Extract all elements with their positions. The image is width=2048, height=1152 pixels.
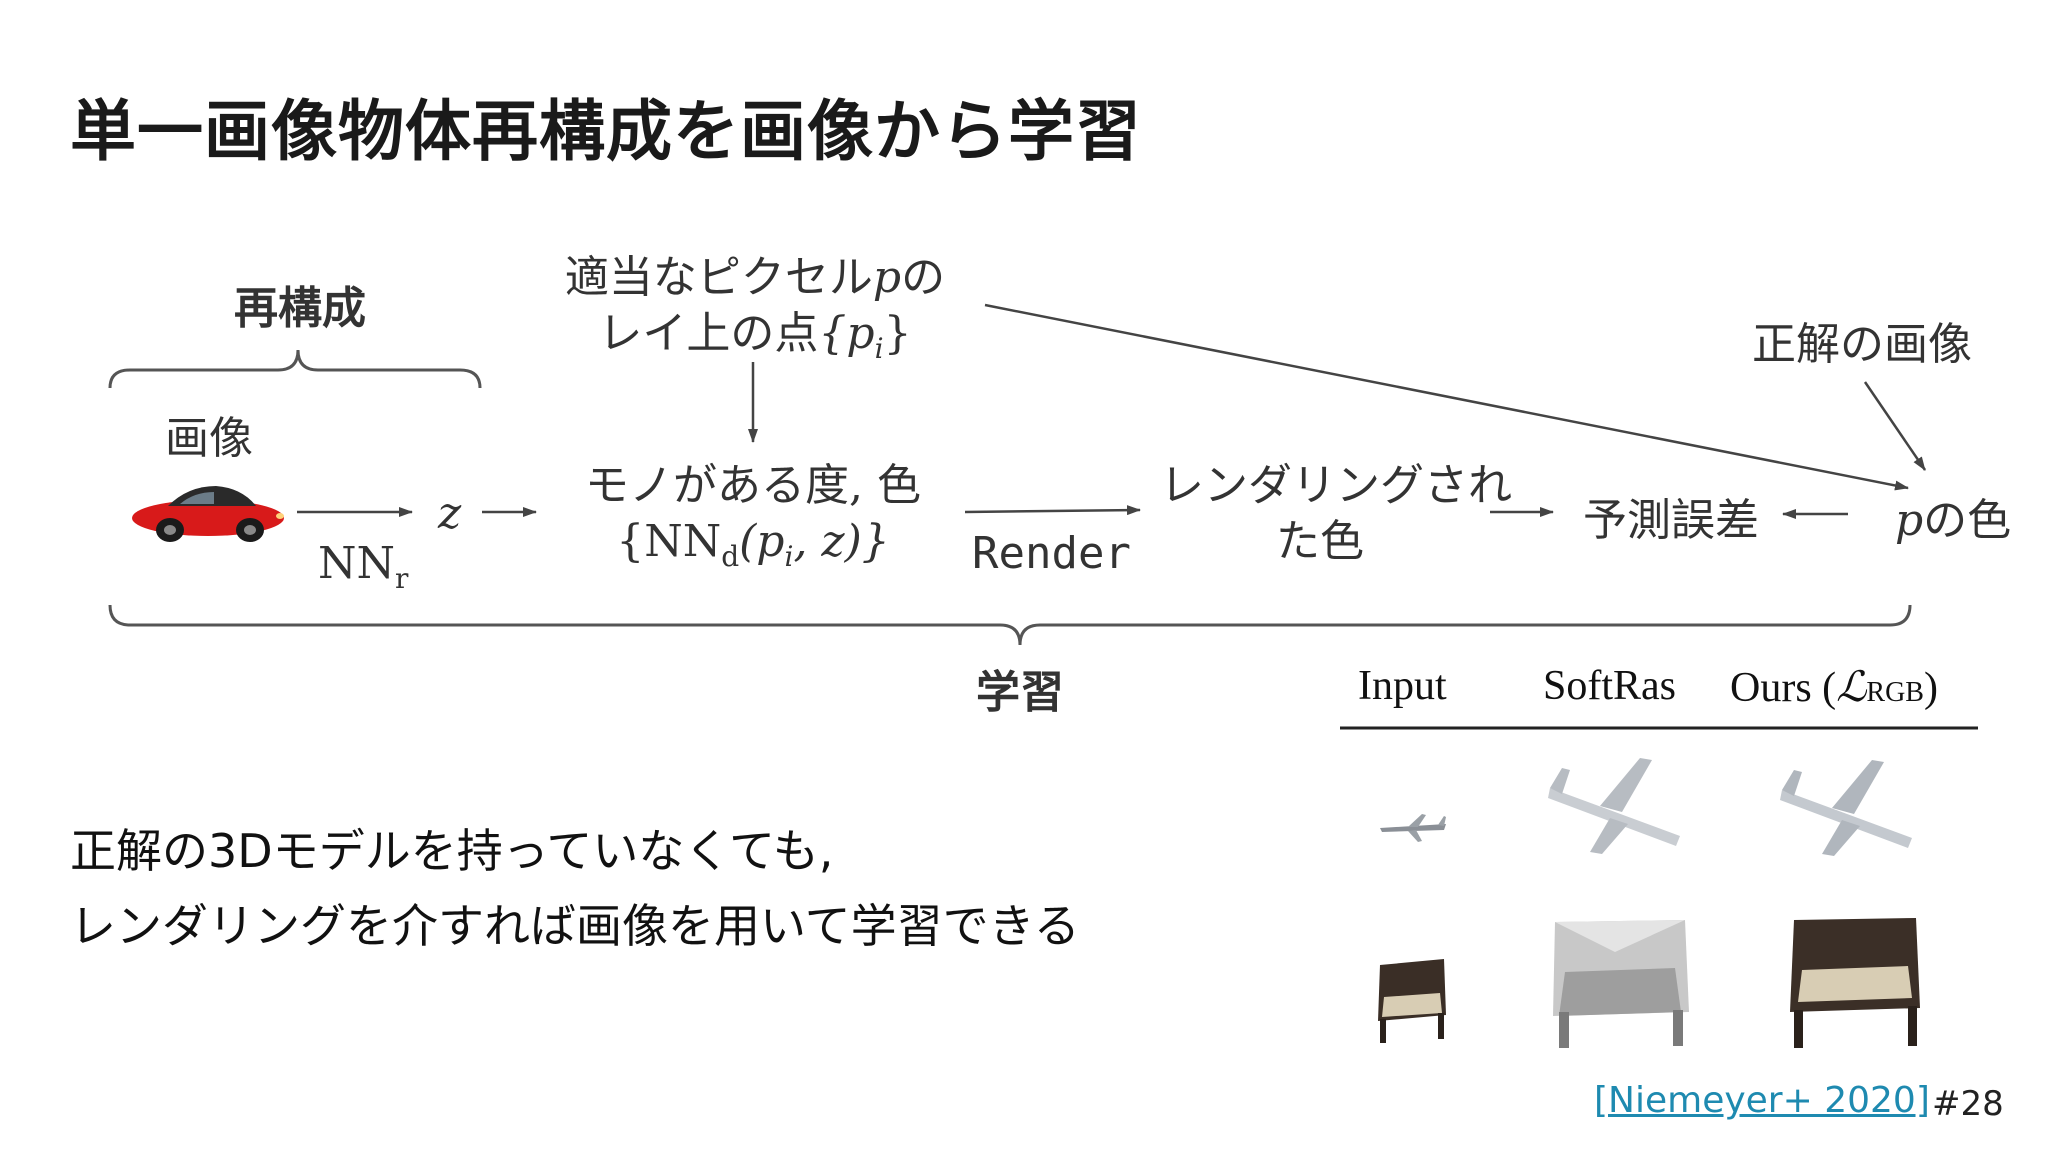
learning-label: 学習	[976, 667, 1064, 718]
car-image	[132, 486, 284, 542]
render-label: Render	[972, 528, 1131, 579]
airplane-softras-image	[1548, 758, 1680, 854]
learning-brace	[108, 604, 1912, 646]
ray-points-line2: レイ上の点{pi}	[598, 308, 912, 365]
image-label: 画像	[165, 413, 253, 464]
nn-r-base: NN	[318, 538, 395, 589]
airplane-input-image	[1380, 814, 1446, 842]
page-number: #28	[1932, 1084, 2004, 1124]
airplane-ours-image	[1780, 760, 1912, 856]
results-col-ours: Ours (ℒRGB)	[1730, 665, 1938, 711]
rendered-line2: た色	[1276, 516, 1364, 567]
chair-input-image	[1378, 959, 1446, 1043]
results-col-softras: SoftRas	[1543, 663, 1677, 709]
body-line-1: 正解の3Dモデルを持っていなくても,	[70, 824, 834, 878]
reconstruction-label: 再構成	[234, 283, 366, 334]
chair-ours-image	[1790, 918, 1920, 1048]
nn-r-sub: r	[395, 562, 409, 595]
results-col-input: Input	[1358, 663, 1447, 709]
slide-title: 単一画像物体再構成を画像から学習	[70, 93, 1142, 170]
rendered-line1: レンダリングされ	[1160, 460, 1512, 511]
gt-image-label: 正解の画像	[1752, 319, 1972, 370]
citation-link[interactable]: [Niemeyer+ 2020]	[1594, 1080, 1930, 1121]
ray-points-label: 適当なピクセルpの レイ上の点{pi}	[545, 250, 965, 377]
chair-softras-image	[1553, 920, 1689, 1048]
density-color-label: モノがある度, 色 {NNd(pi, z)}	[578, 458, 928, 585]
ray-points-line1: 適当なピクセルpの	[564, 252, 946, 303]
p-color-label: pの色	[1895, 495, 2012, 546]
density-line1: モノがある度, 色	[585, 460, 921, 511]
arrow-gt-to-pcolor	[1863, 381, 1927, 471]
prediction-error-label: 予測誤差	[1583, 495, 1759, 546]
body-line-2: レンダリングを介すれば画像を用いて学習できる	[70, 899, 1080, 953]
latent-z: z	[438, 488, 462, 539]
arrow-render	[964, 505, 1141, 516]
nn-r-label: NNr	[318, 538, 408, 595]
rendered-color-label: レンダリングされ た色	[1160, 458, 1512, 570]
reconstruction-brace	[108, 349, 482, 389]
density-line2: {NNd(pi, z)}	[616, 516, 890, 573]
arrow-ray-to-pcolor	[984, 303, 1909, 491]
